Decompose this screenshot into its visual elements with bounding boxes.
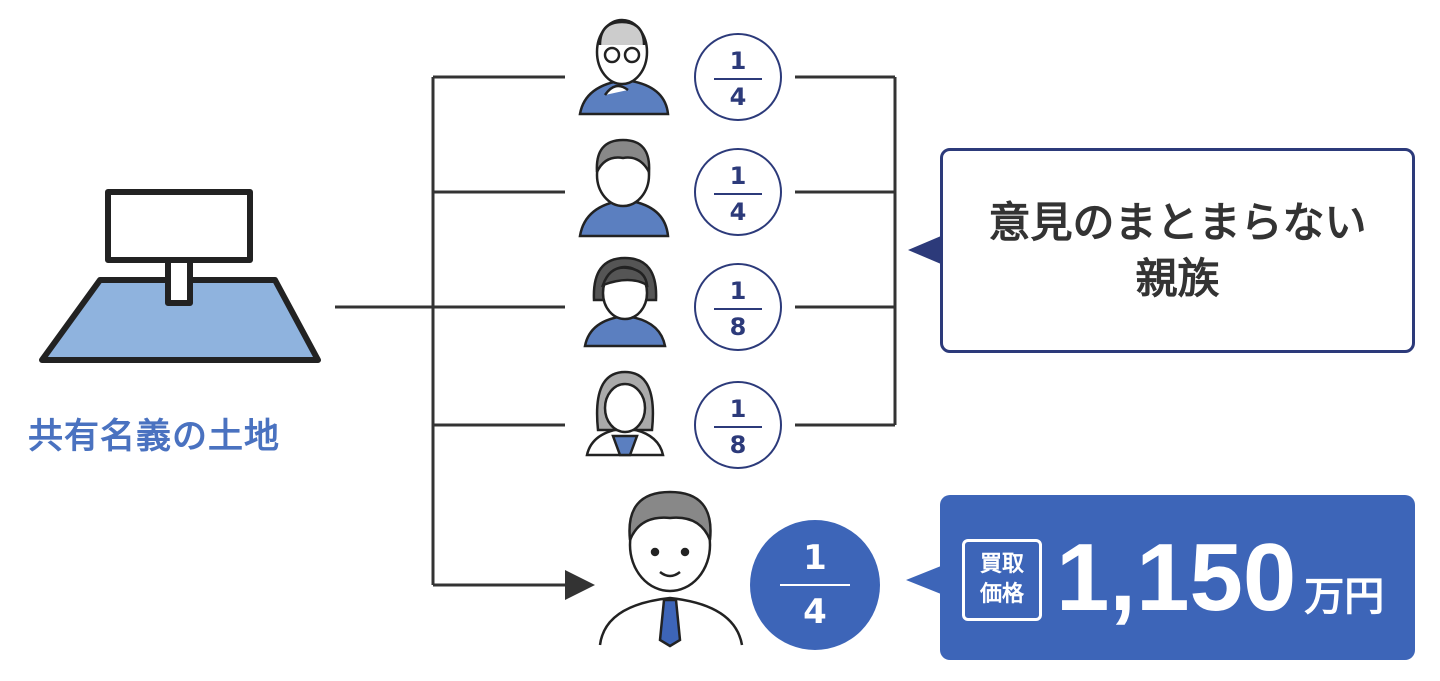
callout-line2: 親族: [1135, 253, 1220, 303]
father-icon: [578, 138, 670, 238]
denominator: 8: [729, 431, 747, 459]
elderly-woman-icon: [585, 370, 665, 457]
arrow-right-icon: [565, 570, 595, 600]
price-amount: 1,150: [1056, 524, 1297, 631]
owner-icon: [598, 490, 744, 648]
numerator: 1: [729, 162, 747, 190]
denominator: 4: [803, 592, 827, 632]
purchase-price-badge: 買取 価格: [962, 539, 1042, 621]
callout-line1: 意見のまとまらない: [988, 197, 1367, 247]
badge-line2: 価格: [979, 582, 1024, 607]
purchase-price-box: 買取 価格 1,150 万円: [940, 495, 1415, 660]
numerator: 1: [729, 47, 747, 75]
price-row: 1,150 万円: [1056, 523, 1384, 633]
badge-line1: 買取: [979, 552, 1024, 577]
callout-pointer: [908, 236, 941, 264]
denominator: 4: [729, 83, 747, 111]
denominator: 8: [729, 313, 747, 341]
price-unit: 万円: [1304, 574, 1385, 620]
grandfather-icon: [578, 18, 670, 116]
land-icon: [39, 189, 321, 363]
price-pointer: [906, 566, 941, 594]
denominator: 4: [729, 198, 747, 226]
numerator: 1: [803, 538, 827, 578]
numerator: 1: [729, 277, 747, 305]
land-label: 共有名義の土地: [28, 417, 281, 457]
woman-icon: [583, 256, 667, 348]
relatives-callout: 意見のまとまらない 親族: [940, 148, 1415, 353]
numerator: 1: [729, 395, 747, 423]
